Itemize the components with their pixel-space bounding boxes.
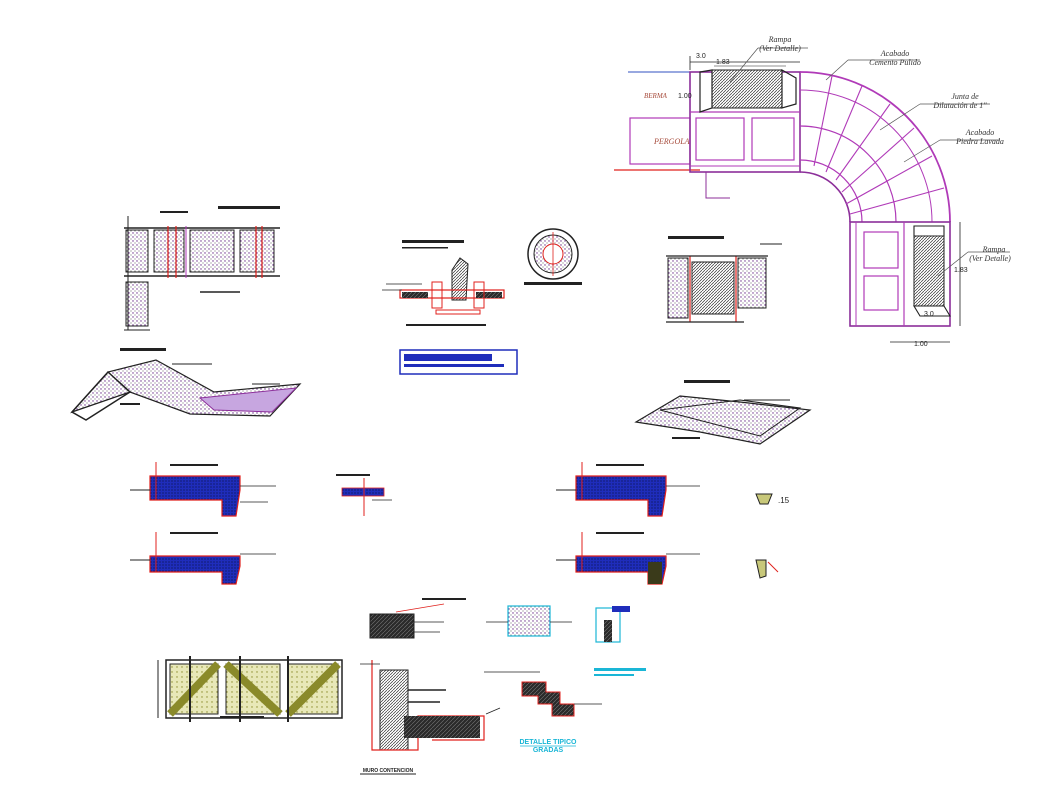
label-cemento-pulido: Cemento Pulido <box>869 58 921 67</box>
detail-olive-panels <box>157 656 343 722</box>
detail-curb-section-2 <box>130 532 276 585</box>
label-gradas: GRADAS <box>533 747 564 754</box>
label-dilatacion: Dilatación de 1" <box>932 101 987 110</box>
title-block-blue <box>399 349 518 375</box>
plan-view-curved-walkway: Rampa (Ver Detalle) Acabado Cemento Puli… <box>614 35 1011 348</box>
detail-joint-small <box>336 474 392 516</box>
label-acabado-piedra: Acabado <box>965 128 994 137</box>
dim-1-00-left: 1.00 <box>678 93 692 100</box>
detail-cyan-box <box>486 605 630 643</box>
label-detalle-tipico: DETALLE TIPICO <box>519 739 577 746</box>
label-muro-contencion: MURO CONTENCION <box>363 768 414 774</box>
detail-fountain-section <box>382 240 505 326</box>
label-acabado-cemento: Acabado <box>880 49 909 58</box>
detail-bench-plan-left <box>124 206 280 331</box>
label-berma: BERMA <box>644 92 668 100</box>
dim-15: .15 <box>778 496 790 505</box>
detail-fountain-plan <box>524 228 582 285</box>
label-ver-detalle-top: (Ver Detalle) <box>759 44 801 53</box>
detail-curb-section-1 <box>130 462 276 517</box>
isometric-walkway-right <box>634 380 812 445</box>
label-pergola: PERGOLA <box>653 137 690 146</box>
isometric-walkway-left <box>70 348 302 421</box>
detail-ramp-plan <box>666 236 782 323</box>
detail-stairs-typical: DETALLE TIPICO GRADAS <box>484 668 646 754</box>
detail-curb-section-3 <box>556 462 700 517</box>
detail-olive-small: .15 <box>755 493 790 579</box>
dim-3-0-right: 3.0 <box>924 311 934 318</box>
dim-1-00-bottom: 1.00 <box>914 341 928 348</box>
dim-1-83-right: 1.83 <box>954 267 968 274</box>
label-junta: Junta de <box>951 92 979 101</box>
detail-curb-section-4 <box>556 532 700 585</box>
label-rampa-right: Rampa <box>982 245 1006 254</box>
detail-bottom-hatch-block <box>369 598 466 639</box>
label-rampa-top: Rampa <box>768 35 792 44</box>
label-piedra-lavada: Piedra Lavada <box>955 137 1004 146</box>
label-ver-detalle-right: (Ver Detalle) <box>969 254 1011 263</box>
dim-1-83-top: 1.83 <box>716 59 730 66</box>
detail-retaining-wall: MURO CONTENCION <box>360 660 501 775</box>
dim-3-0-top: 3.0 <box>696 53 706 60</box>
